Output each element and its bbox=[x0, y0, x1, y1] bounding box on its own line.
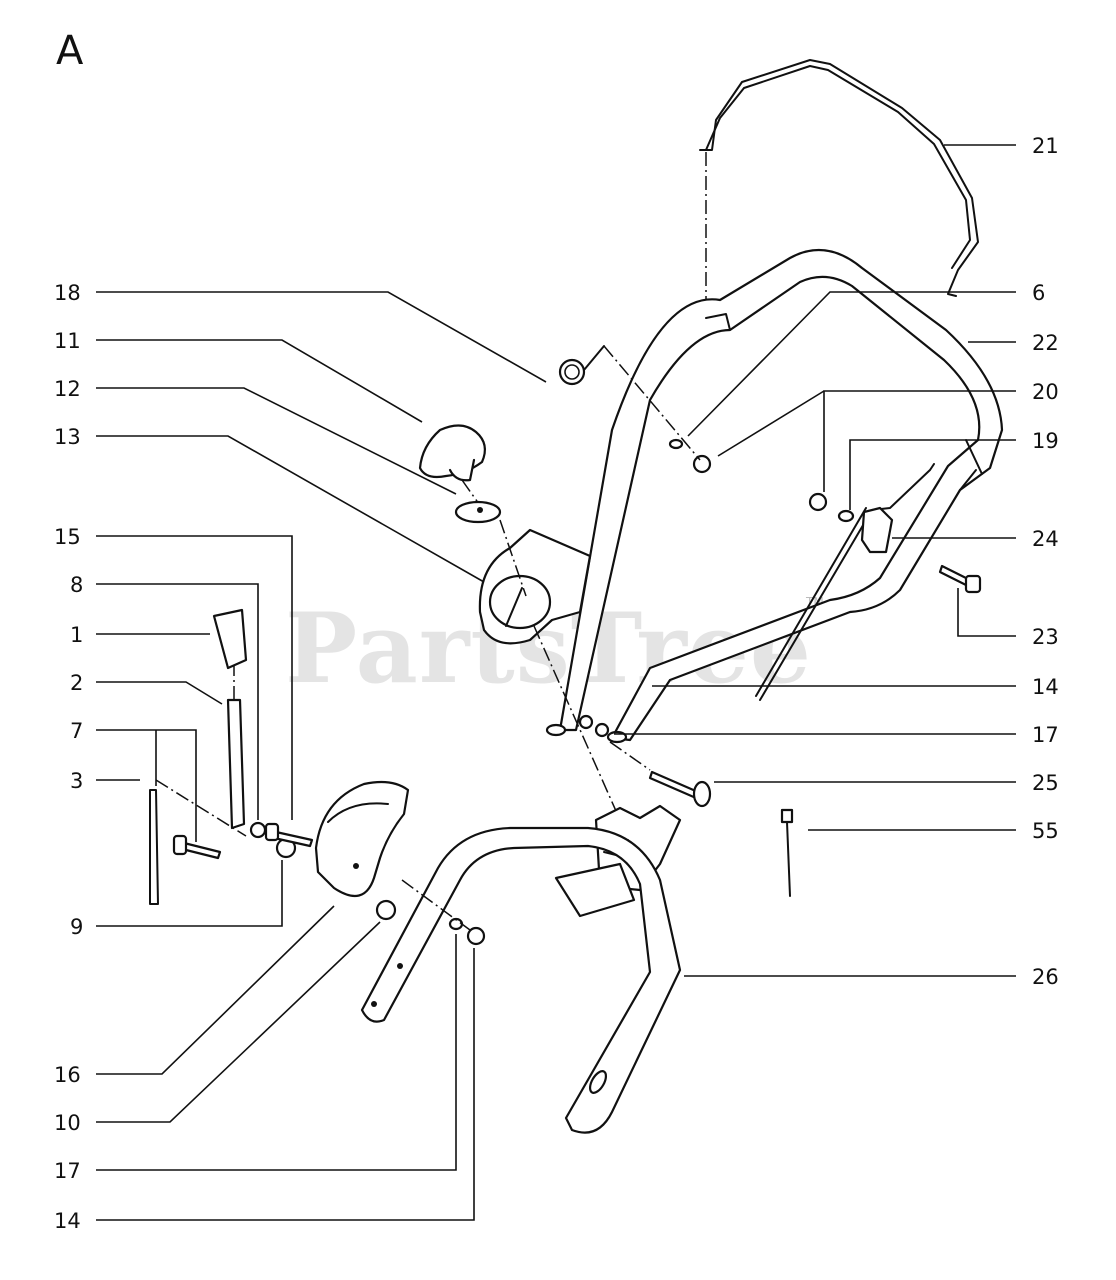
callout-20: 20 bbox=[1032, 380, 1059, 404]
callout-24: 24 bbox=[1032, 527, 1059, 551]
part-19-washer[interactable] bbox=[837, 509, 855, 523]
part-6-washer[interactable] bbox=[668, 438, 684, 450]
callout-15: 15 bbox=[54, 525, 81, 549]
part-23-bolt-head bbox=[964, 574, 982, 594]
part-10-nut[interactable] bbox=[375, 899, 397, 921]
part-22-upper-handle[interactable] bbox=[558, 248, 1004, 742]
centerline-13 bbox=[499, 519, 527, 597]
callout-2: 2 bbox=[70, 671, 83, 695]
callout-7: 7 bbox=[70, 719, 83, 743]
part-20-nut[interactable] bbox=[808, 492, 828, 512]
leader-10 bbox=[96, 921, 381, 1123]
part-24-cable[interactable] bbox=[759, 463, 935, 701]
callout-9: 9 bbox=[70, 915, 83, 939]
leader-13 bbox=[96, 435, 485, 583]
part-22-grip-right bbox=[959, 439, 983, 491]
leader-17-left bbox=[96, 934, 457, 1171]
callout-18: 18 bbox=[54, 281, 81, 305]
part-18-shank bbox=[583, 345, 605, 371]
callout-14-left: 14 bbox=[54, 1209, 81, 1233]
part-16-hole bbox=[353, 863, 359, 869]
part-17-washer-right[interactable] bbox=[578, 714, 594, 730]
callout-13: 13 bbox=[54, 425, 81, 449]
callout-3: 3 bbox=[70, 769, 83, 793]
callout-55: 55 bbox=[1032, 819, 1059, 843]
part-25-bolt-head bbox=[692, 780, 712, 808]
callout-23: 23 bbox=[1032, 625, 1059, 649]
part-8-washer[interactable] bbox=[249, 821, 267, 839]
part-24-cable-clip bbox=[860, 506, 894, 554]
leader-6 bbox=[687, 291, 1016, 437]
part-18-ring-hole bbox=[564, 364, 580, 380]
part-26-hole-1 bbox=[371, 1001, 377, 1007]
part-22-grip-left bbox=[705, 313, 731, 331]
part-13-disc bbox=[488, 574, 552, 630]
part-16-teeth bbox=[327, 802, 389, 823]
leader-14-left bbox=[96, 948, 475, 1221]
leader-16 bbox=[96, 905, 335, 1075]
callout-16: 16 bbox=[54, 1063, 81, 1087]
leader-20-center bbox=[717, 390, 825, 457]
part-14-nut-left[interactable] bbox=[466, 926, 486, 946]
part-1-grip[interactable] bbox=[212, 608, 248, 670]
centerline-18 bbox=[603, 345, 701, 461]
part-3-rod[interactable] bbox=[149, 789, 159, 905]
part-13-slot bbox=[505, 587, 523, 627]
centerline-7 bbox=[155, 779, 247, 837]
leader-23 bbox=[957, 588, 1016, 637]
callout-10: 10 bbox=[54, 1111, 81, 1135]
callout-11: 11 bbox=[54, 329, 81, 353]
callout-17-left: 17 bbox=[54, 1159, 81, 1183]
leader-18 bbox=[96, 291, 547, 383]
part-21-bail-bar[interactable] bbox=[699, 59, 979, 297]
part-11-knob-base bbox=[448, 458, 476, 482]
part-15-bolt-head bbox=[264, 822, 280, 842]
callout-6: 6 bbox=[1032, 281, 1045, 305]
part-12-hole bbox=[477, 507, 483, 513]
callout-8: 8 bbox=[70, 573, 83, 597]
part-21-bail-bar-inner bbox=[705, 65, 971, 269]
centerline-25 bbox=[609, 741, 651, 771]
part-16-sector[interactable] bbox=[314, 780, 410, 898]
centerline-main bbox=[533, 625, 621, 821]
part-55-cable-tie-head[interactable] bbox=[780, 808, 794, 824]
part-2-lever[interactable] bbox=[226, 698, 246, 830]
part-20-nut-upper[interactable] bbox=[692, 454, 712, 474]
callout-1: 1 bbox=[70, 623, 83, 647]
callout-26: 26 bbox=[1032, 965, 1059, 989]
leader-8 bbox=[96, 583, 259, 820]
part-26-slot bbox=[588, 1070, 608, 1094]
part-26-lower-handle[interactable] bbox=[360, 826, 682, 1134]
callout-21: 21 bbox=[1032, 134, 1059, 158]
part-25-bolt[interactable] bbox=[648, 770, 700, 800]
callout-25: 25 bbox=[1032, 771, 1059, 795]
section-letter: A bbox=[56, 28, 84, 74]
centerline-lower bbox=[401, 879, 471, 931]
leader-12 bbox=[96, 387, 457, 495]
part-24-cable-inner bbox=[755, 507, 867, 697]
callout-12: 12 bbox=[54, 377, 81, 401]
leader-2 bbox=[96, 681, 223, 705]
leader-15 bbox=[96, 535, 293, 820]
callout-14-right: 14 bbox=[1032, 675, 1059, 699]
leader-11 bbox=[96, 339, 423, 423]
leader-9 bbox=[96, 860, 283, 927]
part-55-cable-tie-strap bbox=[786, 821, 791, 897]
part-7-bolt-head bbox=[172, 834, 188, 856]
part-26-bracket bbox=[554, 862, 636, 918]
callout-22: 22 bbox=[1032, 331, 1059, 355]
callout-17-right: 17 bbox=[1032, 723, 1059, 747]
callout-19: 19 bbox=[1032, 429, 1059, 453]
part-22-tube-end-left bbox=[545, 723, 567, 737]
part-26-hole-2 bbox=[397, 963, 403, 969]
part-14-nut-right[interactable] bbox=[594, 722, 610, 738]
leader-19 bbox=[849, 439, 1016, 510]
leader-7 bbox=[96, 729, 197, 842]
